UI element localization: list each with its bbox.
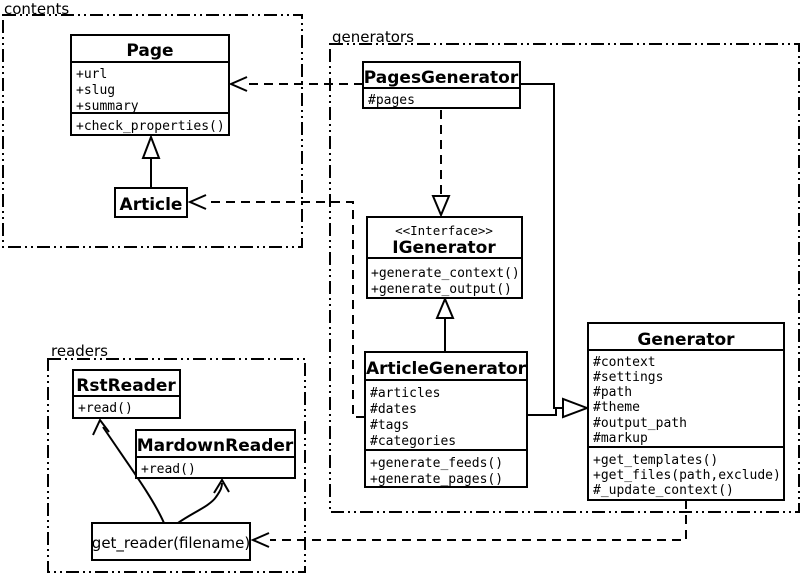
curved-line bbox=[102, 426, 165, 524]
curved-edge-getreader-to-rstreader bbox=[92, 418, 165, 524]
method-row: +check_properties() bbox=[76, 119, 225, 134]
class-box-articlegenerator: ArticleGenerator #articles #dates #tags … bbox=[364, 351, 528, 488]
package-readers-label: readers bbox=[51, 342, 108, 360]
attribute-row: #markup bbox=[593, 431, 648, 446]
attribute-row: +url bbox=[76, 67, 107, 82]
hollow-triangle-arrowhead-icon bbox=[431, 195, 451, 218]
attribute-row: #settings bbox=[593, 370, 663, 385]
generalization-edge-to-generator bbox=[520, 83, 590, 419]
generalization-edge-articlegenerator-to-igenerator bbox=[435, 296, 455, 353]
hollow-triangle-arrowhead-icon bbox=[141, 134, 161, 159]
curved-line bbox=[177, 482, 223, 524]
dependency-line bbox=[270, 500, 687, 541]
class-title: PagesGenerator bbox=[364, 68, 519, 88]
generalization-edge-article-to-page bbox=[141, 134, 161, 188]
attribute-row: #output_path bbox=[593, 416, 687, 431]
class-title: MardownReader bbox=[137, 436, 294, 456]
attribute-row: #dates bbox=[370, 402, 417, 417]
attribute-row: +summary bbox=[76, 99, 139, 114]
class-border bbox=[72, 369, 181, 419]
class-title: Article bbox=[120, 195, 183, 215]
attribute-row: #articles bbox=[370, 386, 440, 401]
method-row: +read() bbox=[78, 401, 133, 416]
package-contents-label: contents bbox=[4, 0, 69, 18]
class-border bbox=[114, 187, 188, 218]
class-title: Page bbox=[126, 41, 173, 61]
attribute-row: #context bbox=[593, 355, 656, 370]
class-stereotype: <<Interface>> bbox=[395, 223, 493, 238]
package-contents-border bbox=[2, 14, 303, 248]
dependency-edge-articlegenerator-to-article bbox=[187, 194, 365, 418]
method-row: +generate_output() bbox=[371, 282, 512, 297]
method-row: #_update_context() bbox=[593, 483, 734, 498]
open-arrowhead-icon bbox=[250, 532, 270, 548]
open-arrowhead-icon bbox=[228, 76, 248, 92]
dependency-edge-generator-to-getreader bbox=[250, 500, 687, 548]
class-border bbox=[135, 429, 296, 479]
open-arrowhead-icon bbox=[187, 194, 207, 210]
function-border bbox=[91, 522, 251, 561]
hollow-triangle-arrowhead-icon bbox=[435, 296, 455, 319]
class-box-igenerator: <<Interface>> IGenerator +generate_conte… bbox=[366, 216, 523, 299]
attribute-row: #pages bbox=[368, 93, 415, 108]
class-box-article: Article bbox=[114, 187, 188, 218]
realization-edge-pagesgenerator-to-igenerator bbox=[431, 110, 451, 218]
package-readers: readers bbox=[47, 342, 306, 573]
attribute-row: +slug bbox=[76, 83, 115, 98]
class-box-mardownreader: MardownReader +read() bbox=[135, 429, 296, 479]
method-row: +get_templates() bbox=[593, 453, 718, 468]
hollow-triangle-arrowhead-icon bbox=[562, 397, 590, 419]
attribute-row: #tags bbox=[370, 418, 409, 433]
package-contents: contents bbox=[2, 0, 303, 248]
package-generators: generators bbox=[329, 28, 800, 513]
class-box-rstreader: RstReader +read() bbox=[72, 369, 181, 419]
attribute-row: #path bbox=[593, 385, 632, 400]
method-row: +read() bbox=[141, 462, 196, 477]
method-row: +generate_context() bbox=[371, 266, 520, 281]
attribute-row: #theme bbox=[593, 400, 640, 415]
class-border bbox=[364, 351, 528, 488]
class-border bbox=[362, 61, 521, 109]
generalization-line-pagesgenerator bbox=[520, 83, 563, 409]
open-arrowhead-icon bbox=[213, 478, 230, 494]
class-title: Generator bbox=[637, 330, 735, 350]
package-generators-label: generators bbox=[332, 28, 414, 46]
open-arrowhead-icon bbox=[92, 418, 110, 436]
method-row: +get_files(path,exclude) bbox=[593, 468, 781, 483]
class-border bbox=[70, 34, 230, 136]
class-box-pagesgenerator: PagesGenerator #pages bbox=[362, 61, 521, 109]
package-readers-border bbox=[47, 358, 306, 573]
generalization-line-articlegenerator bbox=[527, 408, 557, 416]
class-box-page: Page +url +slug +summary +check_properti… bbox=[70, 34, 230, 136]
class-box-generator: Generator #context #settings #path #them… bbox=[587, 322, 785, 501]
dependency-line bbox=[208, 201, 365, 418]
class-border bbox=[587, 322, 785, 501]
function-box-getreader: get_reader(filename) bbox=[91, 522, 251, 561]
dependency-edge-pagesgenerator-to-page bbox=[228, 76, 363, 92]
class-title: ArticleGenerator bbox=[366, 359, 527, 379]
class-title: RstReader bbox=[76, 376, 176, 396]
curved-edge-getreader-to-mardownreader bbox=[177, 478, 230, 524]
class-title: IGenerator bbox=[392, 238, 496, 258]
function-label: get_reader(filename) bbox=[92, 534, 250, 553]
method-row: +generate_pages() bbox=[370, 472, 503, 487]
method-row: +generate_feeds() bbox=[370, 456, 503, 471]
attribute-row: #categories bbox=[370, 434, 456, 449]
package-generators-border bbox=[329, 43, 800, 513]
